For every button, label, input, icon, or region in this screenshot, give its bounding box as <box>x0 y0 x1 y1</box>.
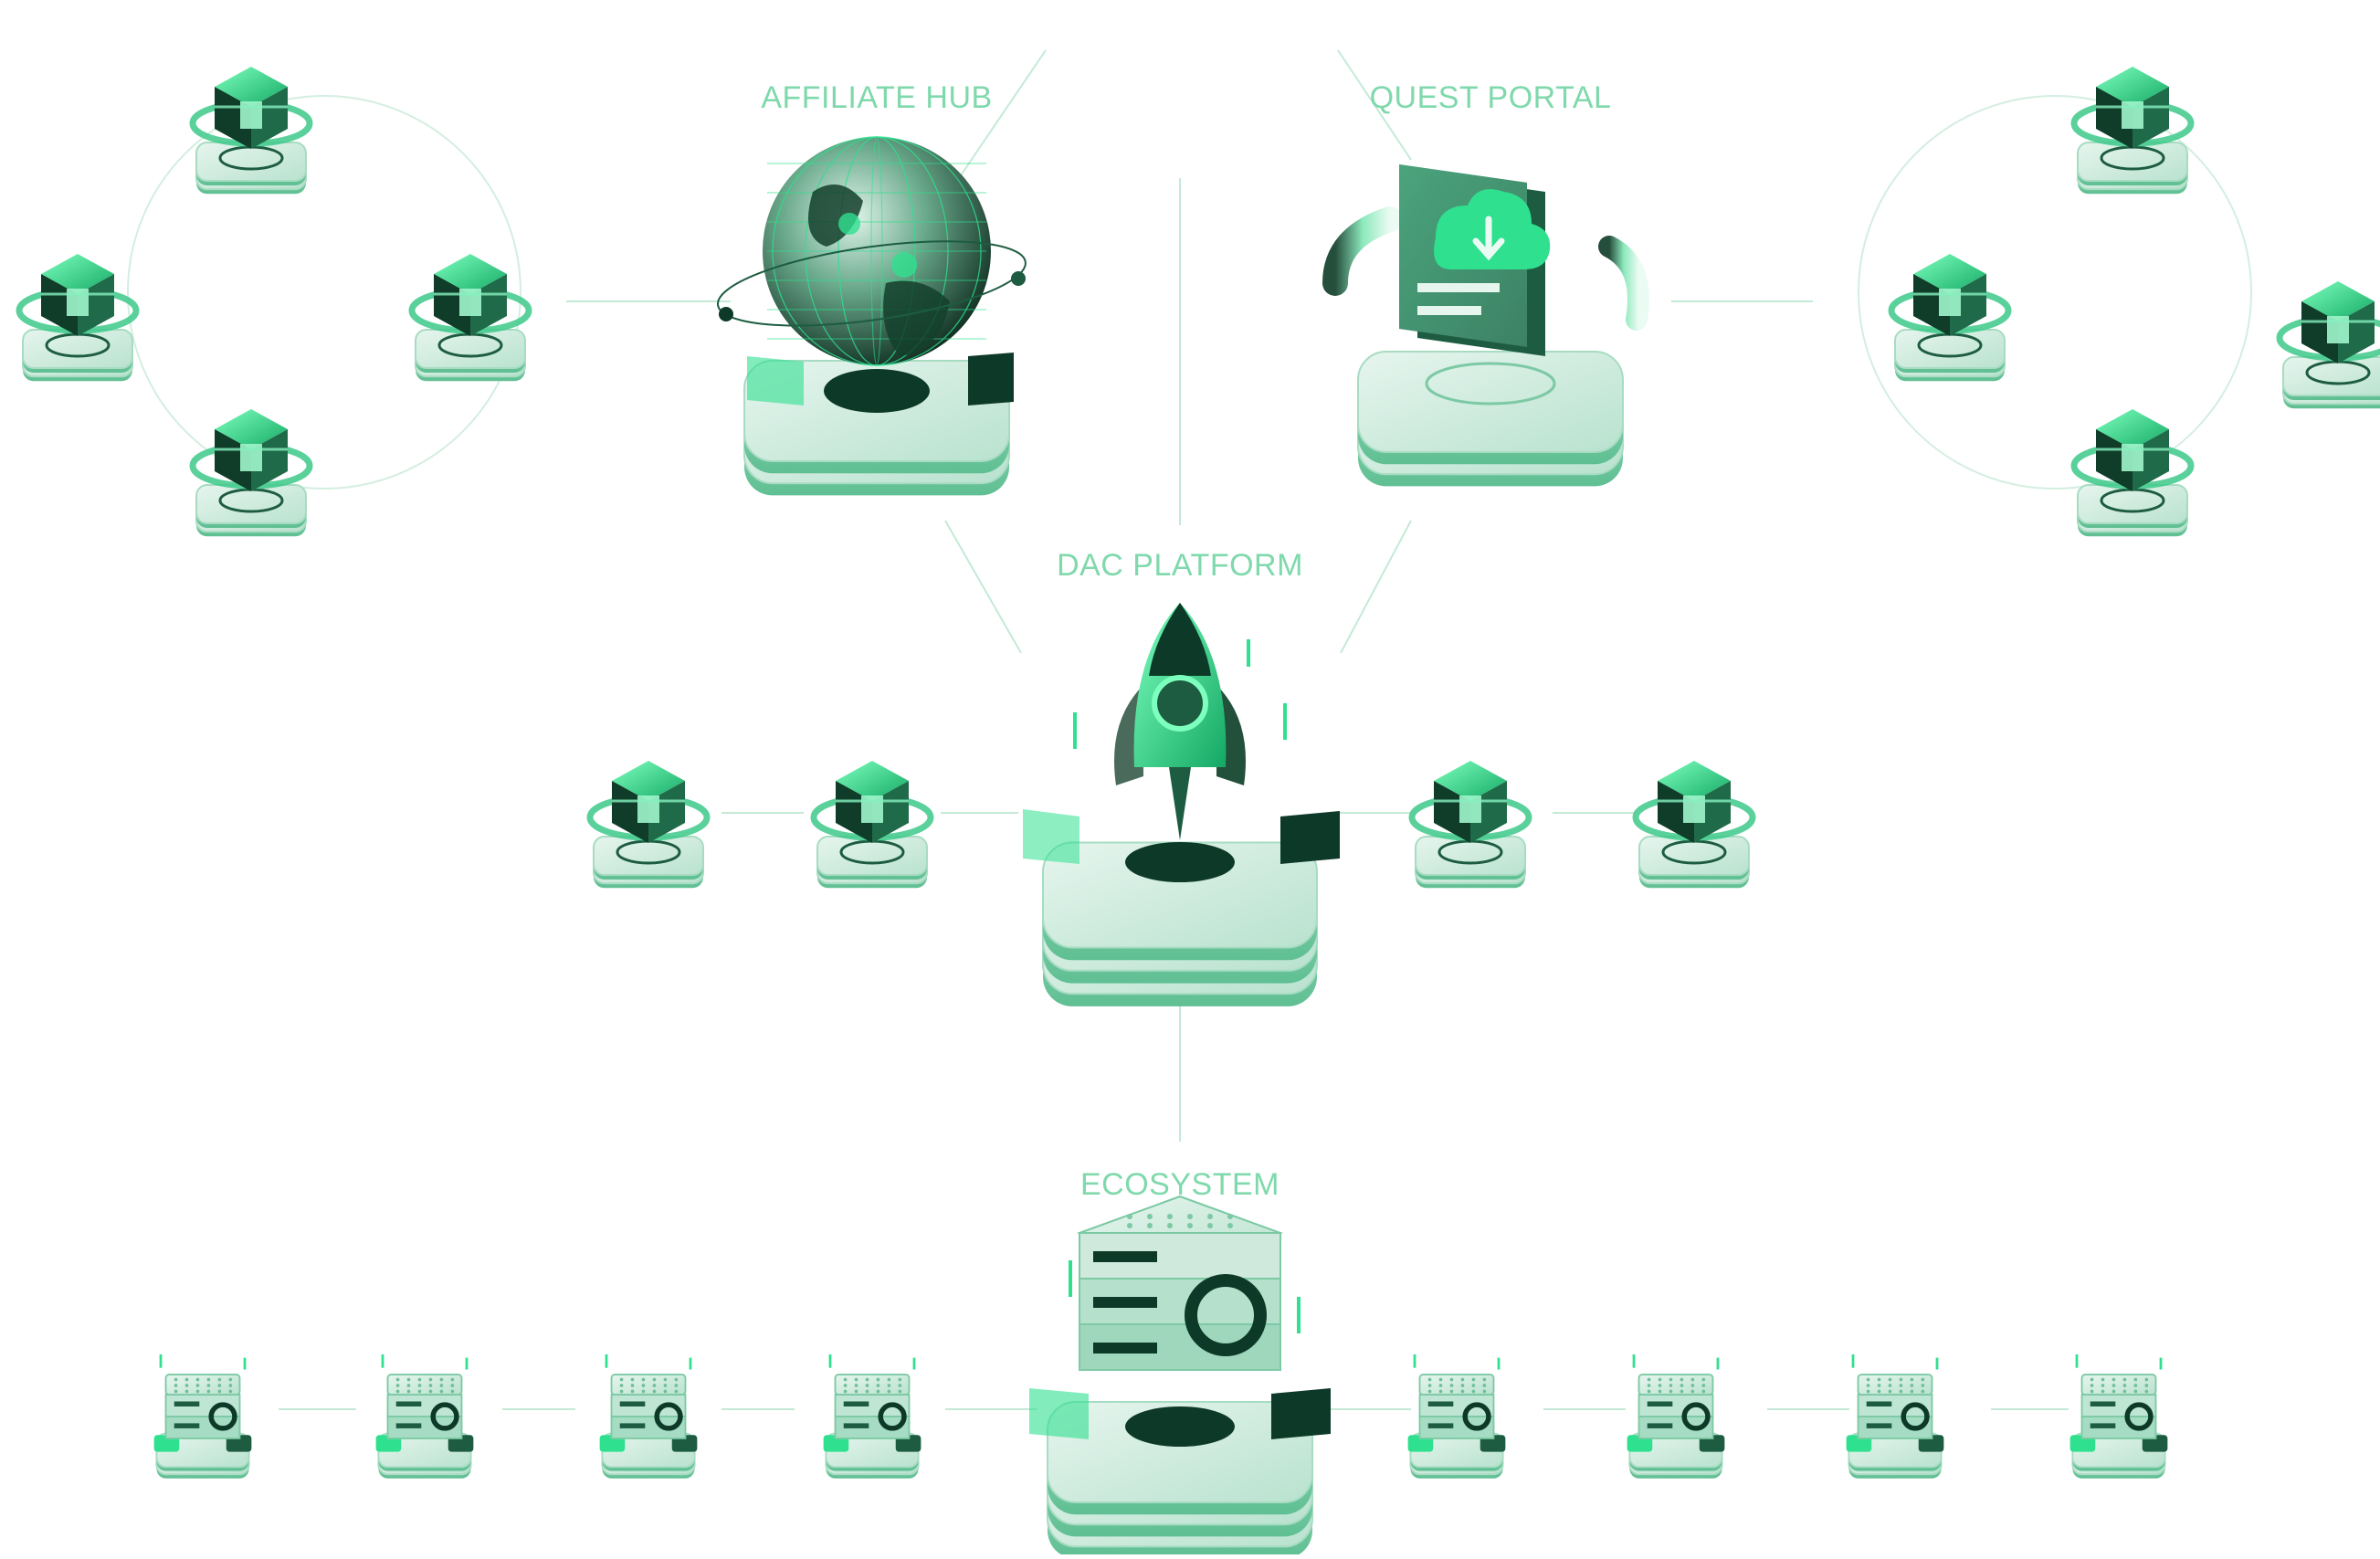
left-cluster-ring <box>127 95 521 490</box>
server-node-icon <box>1846 1354 1944 1479</box>
server-node-icon <box>1407 1354 1506 1479</box>
cube-node-icon <box>2070 67 2195 195</box>
cube-node-icon <box>2070 409 2195 537</box>
label-ecosystem: ECOSYSTEM <box>1080 1167 1280 1202</box>
cube-node-icon <box>1632 761 1756 889</box>
globe-icon <box>716 136 1027 496</box>
cube-node-icon <box>586 761 711 889</box>
server-node-icon <box>153 1354 252 1479</box>
server-node-icon <box>2069 1354 2168 1479</box>
cube-node-icon <box>16 254 140 382</box>
server-node-icon <box>375 1354 474 1479</box>
cube-node-icon <box>810 761 934 889</box>
label-dac-platform: DAC PLATFORM <box>1057 548 1303 583</box>
label-affiliate-hub: AFFILIATE HUB <box>761 80 993 115</box>
hubs-layer <box>716 136 1649 1559</box>
label-quest-portal: QUEST PORTAL <box>1369 80 1612 115</box>
cube-node-icon <box>2276 281 2380 409</box>
cube-node-icon <box>1888 254 2012 382</box>
right-cluster-ring <box>1858 95 2252 490</box>
connector-line <box>1337 49 1412 161</box>
connector-line <box>944 520 1022 654</box>
cube-node-icon <box>189 67 313 195</box>
connector-line <box>1340 520 1412 654</box>
cube-node-icon <box>408 254 532 382</box>
cube-node-icon <box>1408 761 1532 889</box>
server-node-icon <box>823 1354 921 1479</box>
server-rack-icon <box>1029 1195 1331 1559</box>
server-node-icon <box>599 1354 698 1479</box>
connector-line <box>958 49 1047 179</box>
nodes-layer <box>16 67 2380 1479</box>
cluster-rings <box>127 95 2252 490</box>
rocket-icon <box>1023 603 1340 1006</box>
document-cloud-download-icon <box>1322 164 1649 487</box>
cube-node-icon <box>189 409 313 537</box>
server-node-icon <box>1627 1354 1725 1479</box>
